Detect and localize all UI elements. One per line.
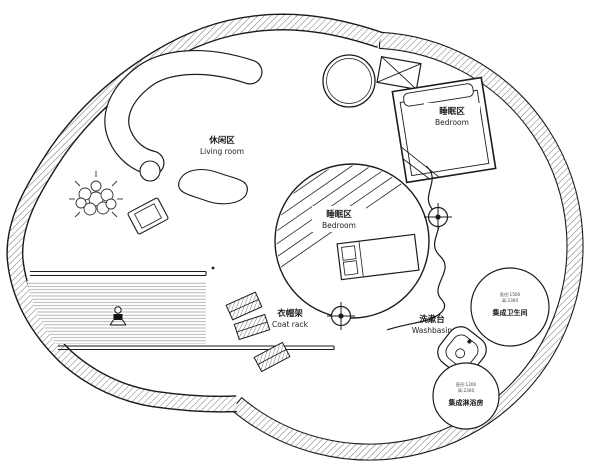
equipment-box <box>376 56 422 90</box>
armchair <box>127 197 169 235</box>
label-backplate <box>424 103 480 129</box>
living-room-label-en: Living room <box>200 147 244 156</box>
coat-bench <box>233 313 271 341</box>
plant <box>69 171 123 218</box>
coat-rack-area: 衣帽架 Coat rack <box>225 291 309 373</box>
washbasin-label-en: Washbasin <box>412 326 453 335</box>
coat-bench <box>253 341 291 373</box>
deck-bottom-wall <box>58 345 335 351</box>
shower-spec1: 直径:1200 <box>456 381 477 387</box>
washbasin-label-zh: 洗漱台 <box>419 314 445 325</box>
bed-center <box>336 233 420 281</box>
center-room-circle <box>274 163 430 319</box>
light-symbol-right <box>424 203 452 231</box>
entrance-deck <box>27 266 335 351</box>
bathroom-label: 集成卫生间 <box>492 308 528 317</box>
side-table <box>139 160 161 182</box>
round-table <box>322 54 376 108</box>
integrated-shower: 直径:1200 高:2300 集成淋浴房 <box>432 362 500 430</box>
entrance-symbol <box>109 306 127 326</box>
living-room: 休闲区 Living room <box>69 50 263 235</box>
coat-rack-label-en: Coat rack <box>272 320 309 329</box>
curved-sofa <box>104 50 263 176</box>
bedroom-center-label-zh: 睡眠区 <box>326 209 352 220</box>
curtain-partition <box>386 165 446 331</box>
light-symbol-bottom <box>327 302 355 330</box>
bedroom-center-label-en: Bedroom <box>322 221 356 230</box>
label-backplate <box>312 206 366 232</box>
spiral-wall <box>6 13 383 413</box>
washbasin-area: 洗漱台 Washbasin <box>412 314 487 385</box>
coffee-table <box>178 169 248 205</box>
bathroom-spec2: 高:2300 <box>502 297 519 304</box>
bed-top <box>391 76 497 184</box>
bedroom-top: 睡眠区 Bedroom <box>391 76 497 184</box>
spiral-wall-hatch <box>7 15 383 412</box>
bathroom-spec1: 直径:1500 <box>500 291 521 297</box>
deck-top-wall <box>30 270 207 277</box>
coat-bench <box>225 291 263 321</box>
coat-rack-label-zh: 衣帽架 <box>277 308 303 319</box>
bedroom-top-label-zh: 睡眠区 <box>439 106 465 117</box>
shower-label: 集成淋浴房 <box>448 398 484 407</box>
integrated-bathroom: 直径:1500 高:2300 集成卫生间 <box>470 267 550 347</box>
shower-spec2: 高:2300 <box>458 387 475 394</box>
bedroom-top-label-en: Bedroom <box>435 118 469 127</box>
bedroom-center: 睡眠区 Bedroom <box>274 163 430 319</box>
living-room-label-zh: 休闲区 <box>208 135 235 146</box>
wall-end-dot <box>211 266 215 270</box>
washbasin-fixture <box>437 326 487 376</box>
